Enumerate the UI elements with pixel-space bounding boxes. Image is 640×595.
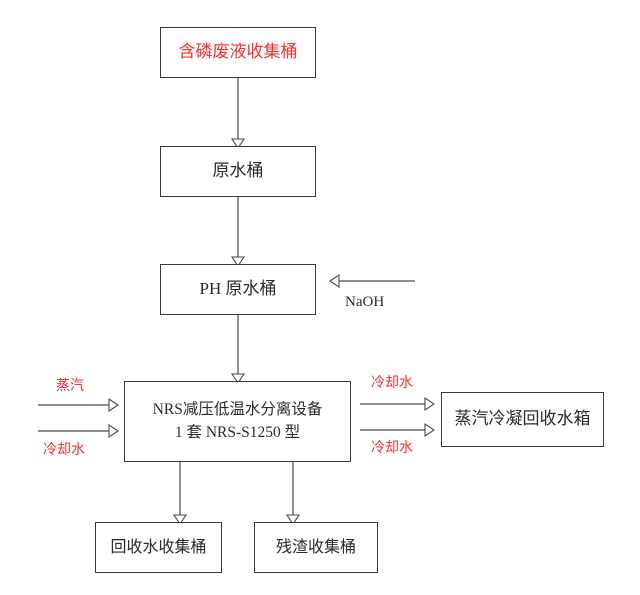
- label-cooling-water-inlet: 冷却水: [43, 442, 85, 458]
- node-label: 回收水收集桶: [110, 538, 207, 556]
- node-recovered-water-collection-tank[interactable]: 回收水收集桶: [95, 522, 222, 573]
- node-steam-condensate-recovery-tank[interactable]: 蒸汽冷凝回收水箱: [441, 392, 604, 447]
- node-label: 含磷废液收集桶: [178, 42, 298, 62]
- node-nrs-separation-equipment[interactable]: NRS减压低温水分离设备 1 套 NRS-S1250 型: [124, 381, 351, 462]
- node-label-line-1: NRS减压低温水分离设备: [152, 401, 323, 419]
- connector-raw-water-tank-to-ph-tank: [230, 197, 246, 267]
- connector-ph-tank-to-nrs-equipment: [230, 315, 246, 384]
- connector-waste-tank-to-raw-water-tank: [230, 78, 246, 149]
- node-label: 蒸汽冷凝回收水箱: [454, 409, 591, 429]
- connector-nrs-to-condensate-tank-bottom: [360, 422, 435, 438]
- node-raw-water-tank[interactable]: 原水桶: [160, 146, 316, 197]
- label-steam-inlet: 蒸汽: [56, 378, 84, 394]
- connector-nrs-to-recovered-water-tank: [172, 462, 188, 525]
- node-label-line-2: 1 套 NRS-S1250 型: [174, 423, 301, 441]
- node-label: 残渣收集桶: [275, 538, 356, 556]
- connector-cooling-water-into-nrs-equipment: [38, 423, 119, 439]
- node-phosphorus-waste-collection-tank[interactable]: 含磷废液收集桶: [160, 27, 316, 78]
- node-label: 原水桶: [212, 161, 264, 181]
- node-residue-collection-tank[interactable]: 残渣收集桶: [254, 522, 378, 573]
- connector-steam-into-nrs-equipment: [38, 397, 119, 413]
- connector-naoh-dosing-into-ph-tank: [329, 273, 415, 289]
- connector-nrs-to-residue-tank: [285, 462, 301, 525]
- node-ph-raw-water-tank[interactable]: PH 原水桶: [160, 264, 316, 315]
- connector-nrs-to-condensate-tank-top: [360, 396, 435, 412]
- label-cooling-water-outlet-bottom: 冷却水: [371, 440, 413, 456]
- node-label: PH 原水桶: [199, 279, 277, 299]
- label-naoh: NaOH: [345, 294, 385, 310]
- label-cooling-water-outlet-top: 冷却水: [371, 375, 413, 391]
